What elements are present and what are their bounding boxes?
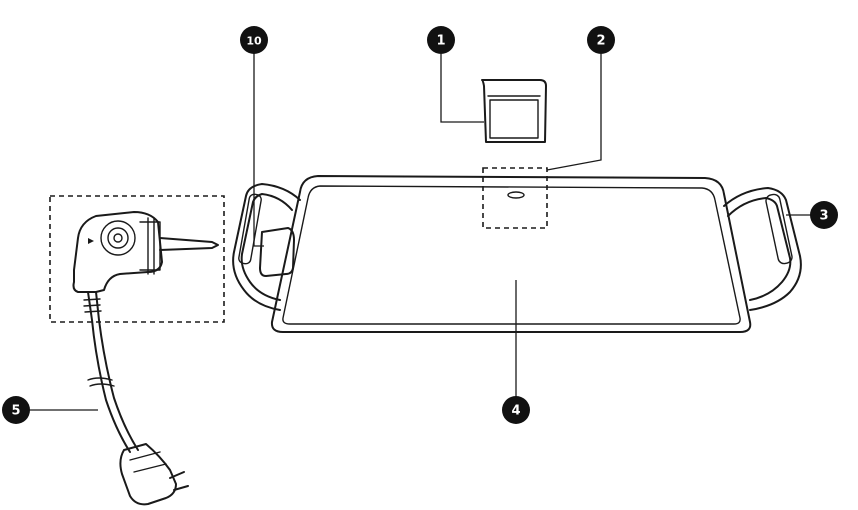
callout-2: 2 [587,26,615,54]
svg-text:5: 5 [11,404,20,419]
svg-text:3: 3 [819,209,828,224]
leader-line-10 [253,52,264,247]
power-cord [83,291,139,453]
svg-text:1: 1 [436,34,445,49]
callout-10: 10 [240,26,268,54]
leader-line-1 [440,54,484,123]
detachable-handle-part [481,79,547,143]
thermostat-detail-box [49,195,225,323]
callout-1: 1 [427,26,455,54]
thermostat-controller [72,211,219,293]
callout-4: 4 [502,396,530,424]
leader-line-2 [546,54,602,171]
callout-5: 5 [2,396,30,424]
power-plug [119,443,189,506]
handle-mount-area-box [482,167,548,229]
svg-text:2: 2 [596,34,605,49]
griddle-plate [270,175,752,333]
left-handle [232,183,301,311]
right-handle [723,187,802,311]
svg-text:4: 4 [511,404,520,419]
callout-3: 3 [810,201,838,229]
appliance-inlet-socket [259,227,295,277]
svg-text:10: 10 [246,35,262,48]
